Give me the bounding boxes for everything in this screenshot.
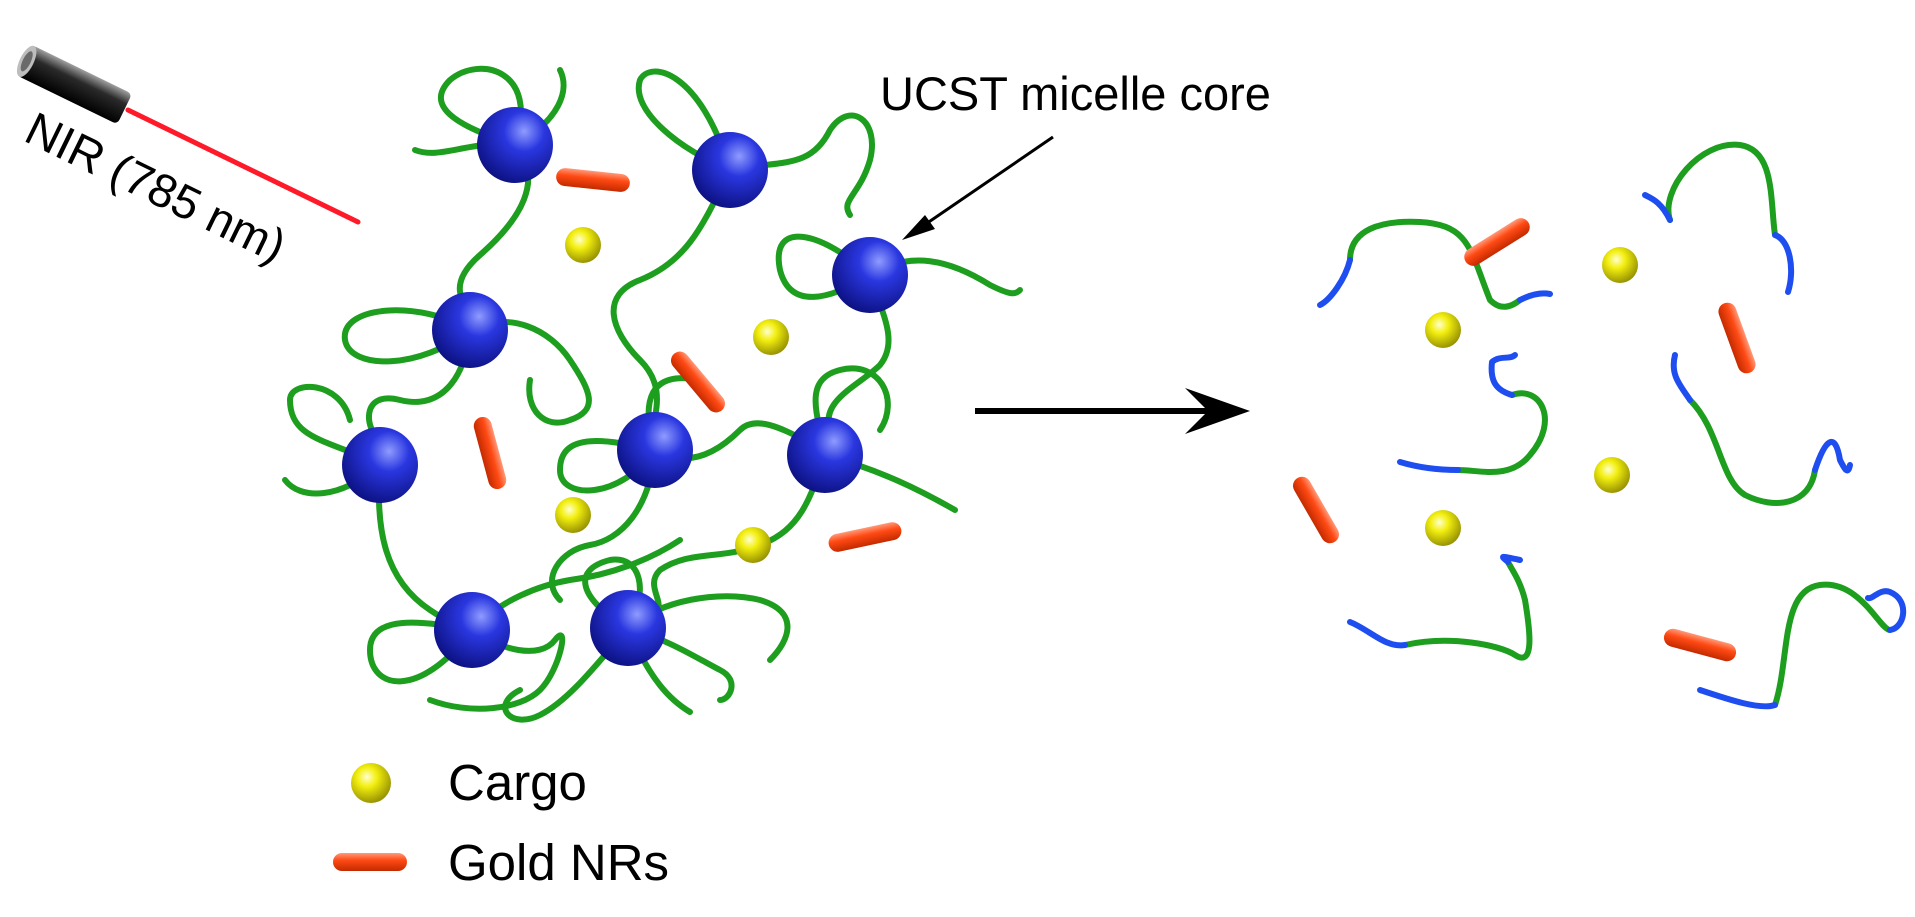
- cargo-particle-icon: [565, 227, 601, 263]
- released-polymer-chains: [1317, 141, 1907, 710]
- laser-pointer-icon: [16, 45, 131, 123]
- arrow-right-icon: [975, 388, 1250, 434]
- legend: Cargo Gold NRs: [333, 754, 669, 891]
- gold-nanorod-icon: [667, 347, 729, 417]
- core-sphere-icon: [342, 427, 418, 503]
- cargo-particle-icon: [1425, 510, 1461, 546]
- cargo-particle-icon: [555, 497, 591, 533]
- gold-nanorod-icon: [1661, 626, 1739, 664]
- cargo-particle-icon: [735, 527, 771, 563]
- laser-label: NIR (785 nm): [18, 101, 295, 272]
- cargo-particle-icon: [753, 319, 789, 355]
- cargo-particle-icon: [1594, 457, 1630, 493]
- cargo-particle-icon: [1602, 247, 1638, 283]
- legend-cargo-label: Cargo: [448, 754, 587, 811]
- core-sphere-icon: [434, 592, 510, 668]
- gold-nanorod-icon: [1460, 214, 1534, 270]
- core-sphere-icon: [832, 237, 908, 313]
- laser-beam: [125, 107, 361, 225]
- pointer-arrow-icon: [902, 135, 1054, 240]
- core-sphere-icon: [787, 417, 863, 493]
- released-cargo-particles: [1425, 247, 1638, 546]
- gold-nanorod-icon: [555, 167, 631, 193]
- core-sphere-icon: [590, 590, 666, 666]
- core-sphere-icon: [692, 132, 768, 208]
- micelle-gold-nanorods: [471, 167, 904, 554]
- gold-nanorod-icon: [1289, 473, 1343, 547]
- core-sphere-icon: [477, 107, 553, 183]
- core-sphere-icon: [432, 292, 508, 368]
- micelle-core-spheres: [342, 107, 908, 668]
- legend-gold-label: Gold NRs: [448, 834, 669, 891]
- gold-nanorod-icon: [471, 414, 509, 492]
- cargo-particle-icon: [1425, 312, 1461, 348]
- cargo-particle-icon: [351, 763, 391, 803]
- gold-nanorod-icon: [1715, 300, 1759, 376]
- core-sphere-icon: [617, 412, 693, 488]
- micelle-cargo-particles: [555, 227, 789, 563]
- core-pointer-label: UCST micelle core: [880, 67, 1271, 120]
- gold-nanorod-icon: [826, 520, 904, 554]
- gold-nanorod-icon: [333, 853, 407, 871]
